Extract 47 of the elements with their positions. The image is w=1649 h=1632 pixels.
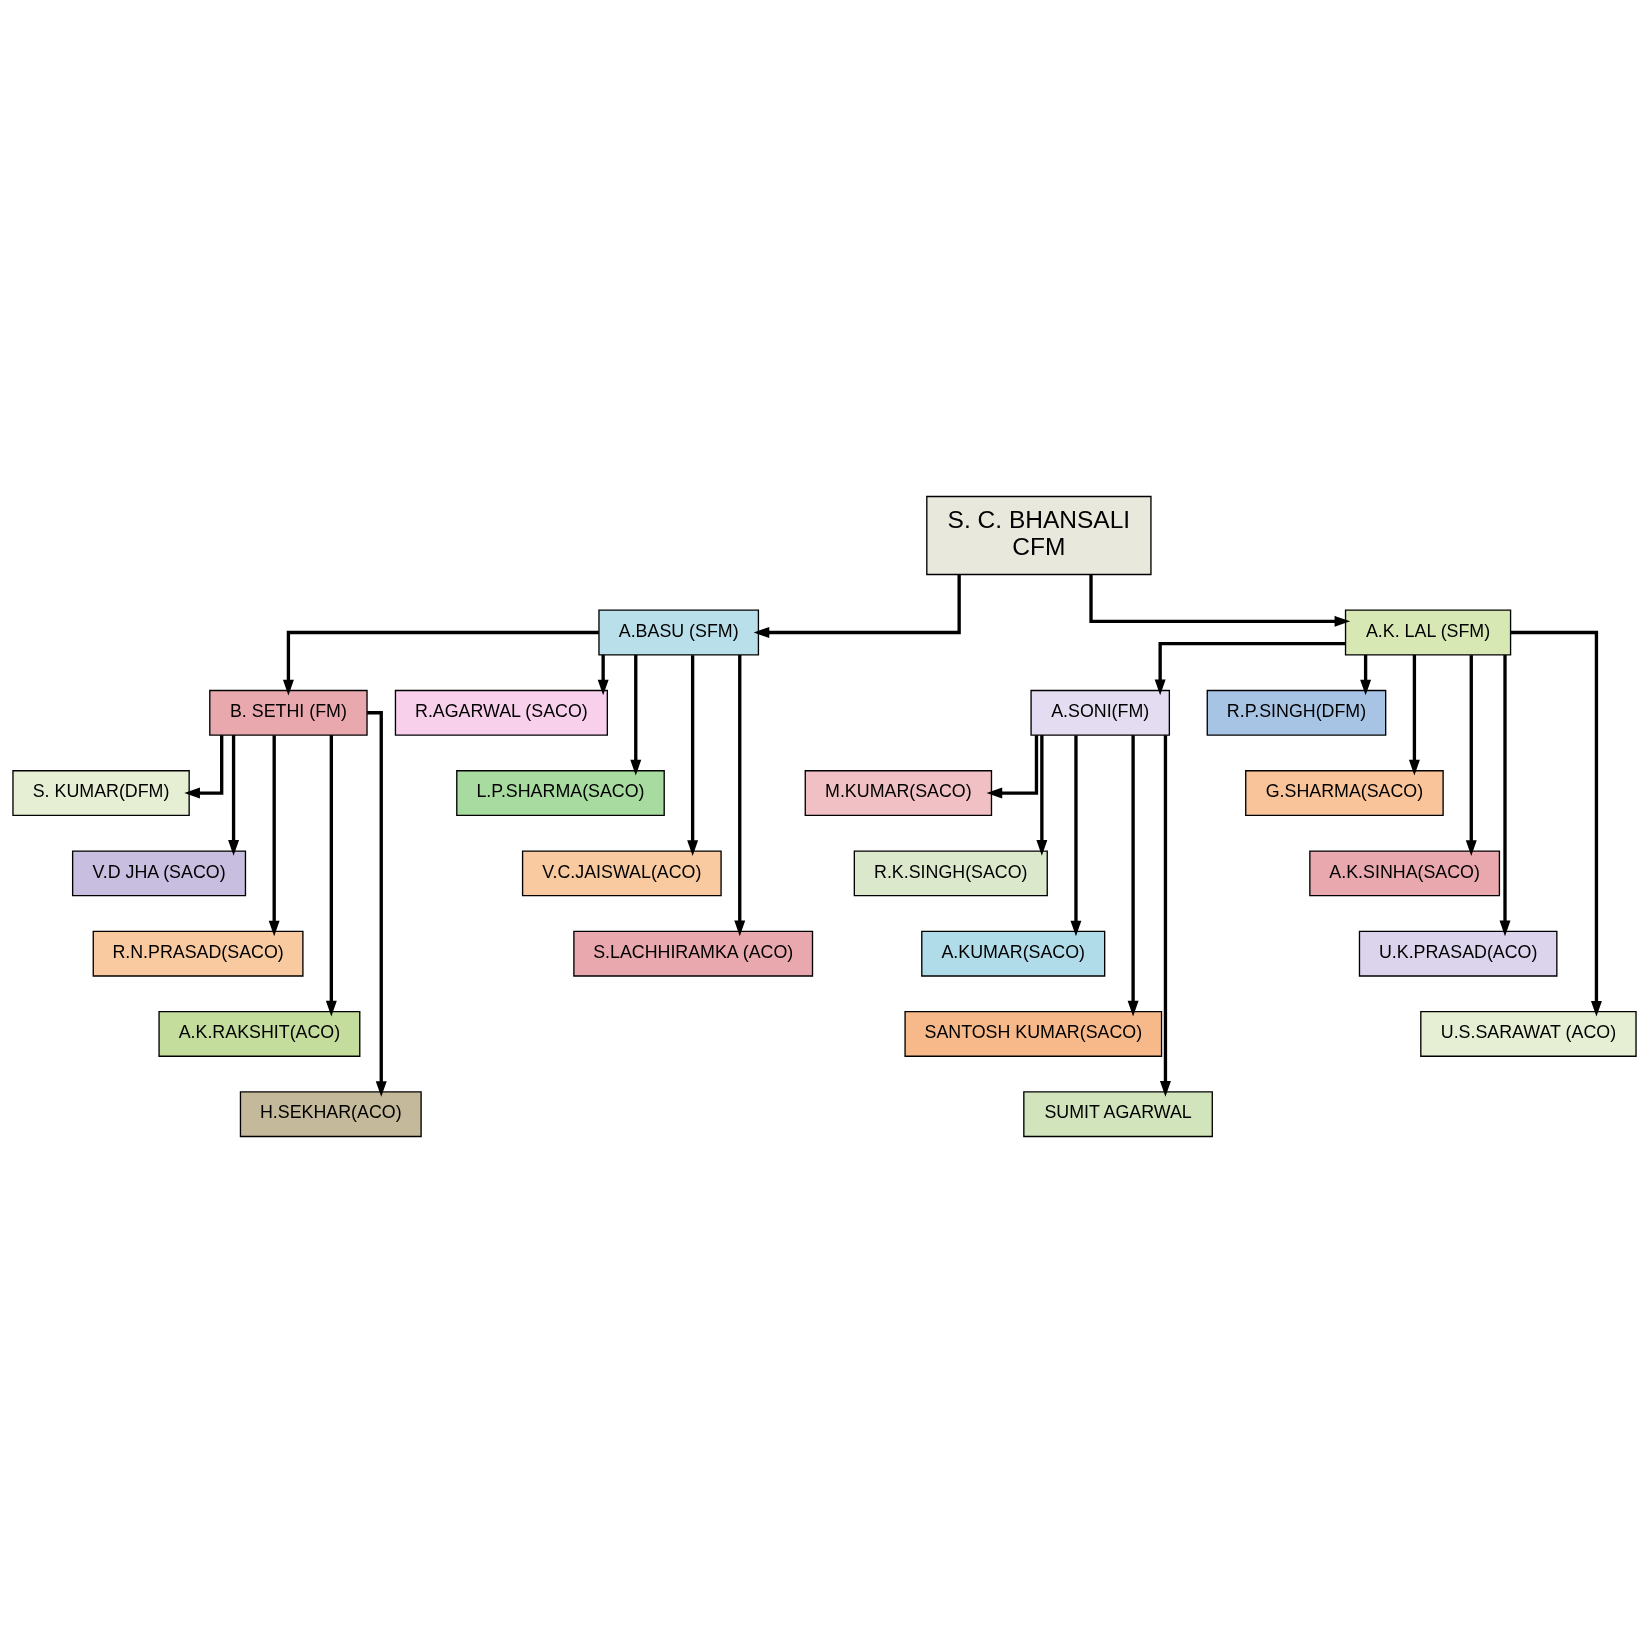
node-box: A.K.RAKSHIT(ACO) bbox=[158, 1010, 361, 1057]
node-box: S.LACHHIRAMKA (ACO) bbox=[573, 930, 814, 977]
node-box: G.SHARMA(SACO) bbox=[1245, 769, 1444, 816]
node-box: R.AGARWAL (SACO) bbox=[394, 689, 608, 736]
node-box: H.SEKHAR(ACO) bbox=[239, 1090, 422, 1137]
arrow bbox=[1070, 734, 1082, 936]
node-box: A.K.SINHA(SACO) bbox=[1309, 849, 1501, 896]
arrow bbox=[1036, 734, 1048, 856]
arrow bbox=[1360, 654, 1372, 695]
node-box: B. SETHI (FM) bbox=[209, 689, 368, 736]
node-box: R.N.PRASAD(SACO) bbox=[92, 930, 304, 977]
arrow bbox=[268, 734, 280, 936]
node-box: SUMIT AGARWAL bbox=[1023, 1090, 1213, 1137]
node-box: U.K.PRASAD(ACO) bbox=[1358, 930, 1558, 977]
arrow bbox=[282, 630, 599, 695]
node-box: U.S.SARAWAT (ACO) bbox=[1420, 1010, 1637, 1057]
arrow bbox=[687, 654, 699, 856]
node-box: SANTOSH KUMAR(SACO) bbox=[904, 1010, 1163, 1057]
arrow bbox=[1510, 630, 1602, 1017]
arrow bbox=[1465, 654, 1477, 856]
arrow bbox=[228, 734, 240, 856]
node-box: M.KUMAR(SACO) bbox=[804, 769, 993, 816]
node-box: R.P.SINGH(DFM) bbox=[1206, 689, 1387, 736]
node-box: S. KUMAR(DFM) bbox=[12, 769, 190, 816]
arrow bbox=[184, 734, 224, 799]
arrow bbox=[1154, 641, 1346, 695]
node-box: A.KUMAR(SACO) bbox=[921, 930, 1106, 977]
arrow bbox=[1159, 734, 1171, 1097]
arrow bbox=[325, 734, 337, 1016]
arrow bbox=[1408, 654, 1420, 775]
arrow bbox=[597, 654, 609, 695]
node-box: A.SONI(FM) bbox=[1030, 689, 1170, 736]
arrow bbox=[367, 710, 387, 1097]
node-box: V.D JHA (SACO) bbox=[71, 849, 247, 896]
node-box: L.P.SHARMA(SACO) bbox=[456, 769, 665, 816]
arrow bbox=[734, 654, 746, 936]
arrow bbox=[1499, 654, 1511, 936]
node-box: R.K.SINGH(SACO) bbox=[853, 849, 1048, 896]
arrow bbox=[753, 574, 961, 638]
arrow bbox=[986, 734, 1039, 799]
arrow bbox=[1089, 574, 1351, 627]
node-box: A.K. LAL (SFM) bbox=[1344, 609, 1512, 655]
node-box: V.C.JAISWAL(ACO) bbox=[521, 849, 722, 896]
arrow bbox=[1127, 734, 1139, 1016]
node-box: A.BASU (SFM) bbox=[598, 609, 760, 655]
arrow bbox=[630, 654, 642, 775]
node-box: S. C. BHANSALI CFM bbox=[926, 495, 1152, 575]
